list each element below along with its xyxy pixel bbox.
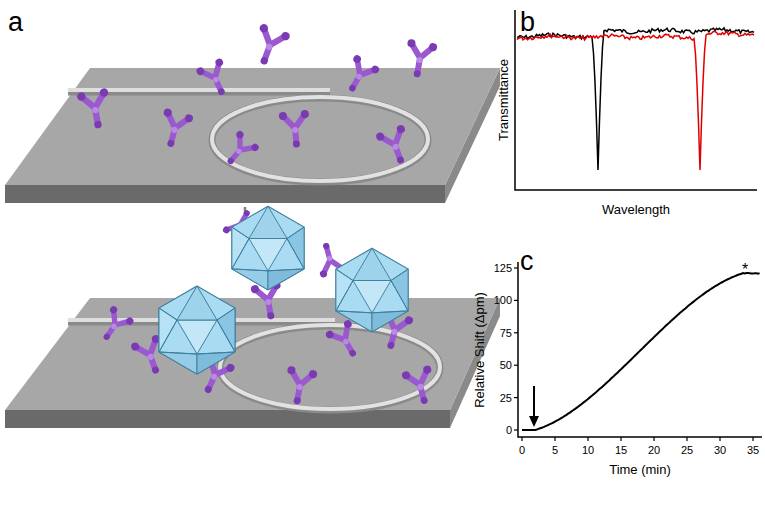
tick-label: 20 [648,444,660,456]
black-spectrum [517,28,754,170]
panel-letter: b [520,8,535,38]
tick-label: 75 [500,327,512,339]
axis-title: Transmittance [497,59,511,141]
antibodies [94,204,440,407]
tick-label: 10 [582,444,594,456]
tick-label: 125 [494,262,512,274]
tick-label: 25 [500,392,512,404]
tick-label: 25 [681,444,693,456]
tick-label: 100 [494,294,512,306]
red-spectrum [517,31,754,170]
antibodies [76,23,437,172]
panel-letter: c [520,247,534,277]
sensor-chip [5,68,500,203]
axis-ticks [514,268,753,441]
sensor-chip [5,298,500,428]
axis-title: Relative Shift (Δpm) [473,292,487,408]
marker-symbol: * [742,261,748,279]
tick-label: 15 [615,444,627,456]
axis [518,262,762,437]
panel-letter: a [8,8,23,38]
tick-label: 5 [552,444,558,456]
axis-title: Time (min) [609,463,671,477]
axis [515,10,757,190]
tick-label: 50 [500,359,512,371]
tick-label: 0 [519,444,525,456]
tick-label: 0 [506,424,512,436]
tick-label: 35 [747,444,759,456]
tick-label: 30 [714,444,726,456]
injection-arrow [529,416,539,427]
axis-title: Wavelength [602,203,670,217]
shift-curve [522,273,760,430]
virus-particles [159,206,408,374]
